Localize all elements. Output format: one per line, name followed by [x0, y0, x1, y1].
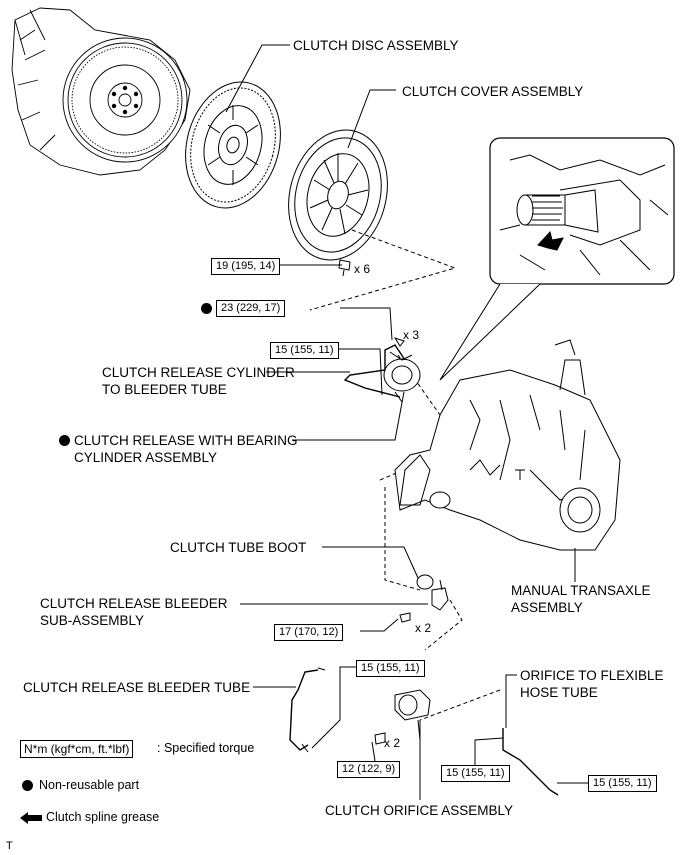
orifice-assembly-drawing — [374, 689, 431, 745]
label-transaxle-2: ASSEMBLY — [511, 600, 583, 615]
legend-torque-text: : Specified torque — [157, 741, 255, 755]
torque-bleeder-bolts: 17 (170, 12) — [274, 624, 344, 641]
qty-cover-bolts: x 6 — [354, 262, 371, 276]
spline-detail-inset — [439, 137, 675, 381]
clutch-cover-drawing — [288, 129, 388, 261]
label-orifice-assembly: CLUTCH ORIFICE ASSEMBLY — [325, 803, 514, 818]
clutch-disc-drawing — [185, 81, 281, 209]
alignment-dashed-lines — [309, 229, 501, 721]
label-cylinder-tube-1: CLUTCH RELEASE CYLINDER — [102, 365, 295, 380]
leader-lines — [225, 44, 588, 800]
bleeder-tube-drawing — [289, 667, 326, 753]
label-bleeder-sub-1: CLUTCH RELEASE BLEEDER — [40, 596, 228, 611]
torque-bearing-bolts: 23 (229, 17) — [216, 300, 286, 317]
nonreusable-dot-icon — [59, 435, 70, 446]
label-bleeder-tube: CLUTCH RELEASE BLEEDER TUBE — [23, 680, 251, 695]
label-transaxle-1: MANUAL TRANSAXLE — [511, 583, 651, 598]
torque-orifice-bolts: 12 (122, 9) — [337, 761, 401, 778]
legend-nonreusable-dot-icon — [22, 780, 33, 791]
torque-orifice-tube-left: 15 (155, 11) — [441, 765, 510, 782]
transaxle-drawing — [394, 339, 621, 551]
label-tube-boot: CLUTCH TUBE BOOT — [170, 540, 307, 555]
label-release-bearing-1: CLUTCH RELEASE WITH BEARING — [74, 433, 298, 448]
bleeder-sub-assembly-drawing — [399, 574, 449, 623]
label-bleeder-sub-2: SUB-ASSEMBLY — [40, 613, 145, 628]
torque-cover-bolts: 19 (195, 14) — [211, 258, 281, 275]
label-cylinder-tube-2: TO BLEEDER TUBE — [102, 382, 227, 397]
legend-grease-arrow-icon — [20, 812, 42, 824]
flywheel-engine-drawing — [11, 7, 191, 176]
label-orifice-tube-1: ORIFICE TO FLEXIBLE — [520, 668, 664, 683]
cylinder-tube-drawing — [343, 344, 406, 403]
label-clutch-cover: CLUTCH COVER ASSEMBLY — [402, 84, 584, 99]
orifice-tube-drawing — [502, 728, 559, 796]
legend-grease-text: Clutch spline grease — [46, 810, 160, 824]
torque-orifice-tube-right: 15 (155, 11) — [588, 775, 657, 792]
label-orifice-tube-2: HOSE TUBE — [520, 685, 598, 700]
torque-cylinder-tube: 15 (155, 11) — [270, 342, 339, 359]
legend-nonreusable-text: Non-reusable part — [39, 778, 140, 792]
legend-torque-box: N*m (kgf*cm, ft.*lbf) — [20, 740, 134, 758]
corner-mark: T — [6, 840, 13, 852]
cover-bolt-icon — [338, 259, 351, 277]
torque-bleeder-tube: 15 (155, 11) — [356, 660, 425, 677]
qty-orifice-bolts: x 2 — [384, 736, 401, 750]
release-bearing-drawing — [383, 337, 421, 392]
qty-bleeder-bolts: x 2 — [415, 621, 432, 635]
qty-bearing-bolts: x 3 — [403, 328, 420, 342]
nonreusable-dot-icon — [201, 303, 212, 314]
label-release-bearing-2: CYLINDER ASSEMBLY — [74, 450, 218, 465]
label-clutch-disc: CLUTCH DISC ASSEMBLY — [293, 38, 459, 53]
